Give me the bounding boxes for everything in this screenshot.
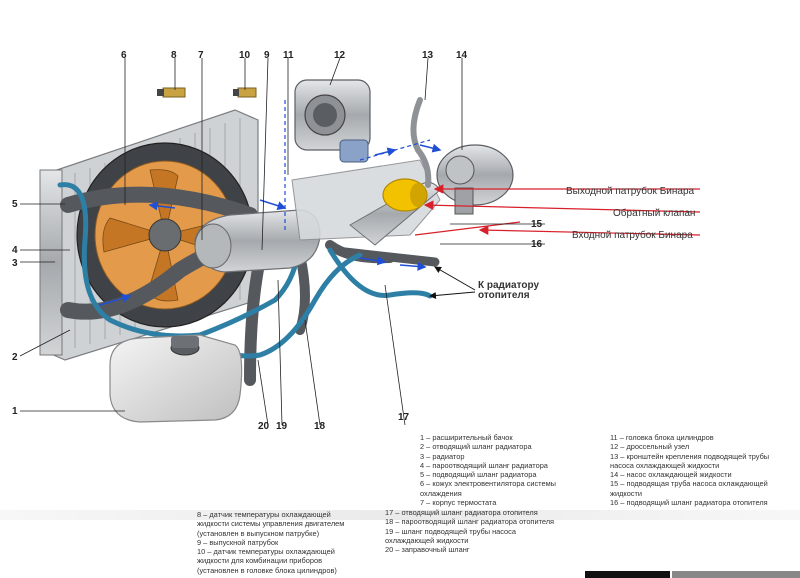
legend-item: 1 – расширительный бачок: [420, 433, 513, 442]
legend-item: 20 – заправочный шланг: [385, 545, 470, 555]
part-number-5: 5: [12, 199, 18, 210]
legend-item: 5 – подводящий шланг радиатора: [420, 470, 537, 480]
flow-arrows: [99, 143, 442, 306]
part-number-1: 1: [12, 406, 18, 417]
heater-arrows: [429, 266, 476, 299]
part-number-3: 3: [12, 258, 18, 269]
part-number-14: 14: [456, 50, 468, 61]
part-number-16: 16: [531, 239, 543, 250]
part-number-7: 7: [198, 50, 204, 61]
part-number-4: 4: [12, 245, 18, 256]
expansion-tank: [109, 334, 243, 423]
legend-item: 12 – дроссельный узел: [610, 442, 690, 452]
legend-item: 9 – выпускной патрубок: [197, 537, 279, 547]
label-heater: К радиатору отопителя: [478, 280, 542, 301]
part-number-13: 13: [422, 50, 434, 61]
part-number-2: 2: [12, 352, 18, 363]
part-number-6: 6: [121, 50, 127, 61]
part-number-20: 20: [258, 421, 270, 432]
red-arrows: [414, 184, 701, 236]
legend-item: 4 – пароотводящий шланг радиатора: [420, 460, 548, 470]
legend-item: 3 – радиатор: [420, 451, 465, 461]
check-valve: [382, 178, 428, 212]
legend-item: 16 – подводящий шланг радиатора отопител…: [610, 498, 768, 508]
footer-bar: [585, 571, 670, 578]
part-number-10: 10: [239, 50, 251, 61]
legend-item: 2 – отводящий шланг радиатора: [420, 442, 532, 452]
legend-bottom-left: 8 – датчик температуры охлаждающей жидко…: [197, 510, 367, 575]
part-number-18: 18: [314, 421, 326, 432]
footer-bar: [672, 571, 800, 578]
sensor-10: [233, 87, 257, 98]
legend-item: 6 – кожух электровентилятора системы охл…: [420, 479, 556, 498]
legend-item: 17 – отводящий шланг радиатора отопителя: [385, 508, 538, 517]
legend-bottom-center: 17 – отводящий шланг радиатора отопителя…: [385, 508, 585, 554]
legend-item: 18 – пароотводящий шланг радиатора отопи…: [385, 517, 555, 527]
legend-mid: 1 – расширительный бачок 2 – отводящий ш…: [420, 433, 600, 507]
legend-right: 11 – головка блока цилиндров 12 – дроссе…: [610, 433, 790, 507]
water-pump: [436, 144, 514, 215]
part-number-11: 11: [283, 50, 294, 61]
part-number-17: 17: [398, 412, 410, 423]
flow-dashes: [284, 100, 431, 230]
part-number-12: 12: [334, 50, 346, 61]
legend-item: 19 – шланг подводящей трубы насоса охлаж…: [385, 526, 516, 545]
label-check-valve: Обратный клапан: [613, 207, 695, 219]
label-pipe-in: Входной патрубок Бинара: [572, 229, 693, 241]
legend-item: 13 – кронштейн крепления подводящей труб…: [610, 451, 770, 470]
leader-lines: [19, 57, 545, 426]
throttle-body: [294, 79, 371, 163]
part-number-19: 19: [276, 421, 288, 432]
scan-band: [0, 510, 800, 520]
label-pipe-out: Выходной патрубок Бинара: [566, 185, 695, 197]
part-number-9: 9: [264, 50, 270, 61]
thermostat-housing: [194, 209, 321, 273]
legend-item: 8 – датчик температуры охлаждающей жидко…: [197, 510, 345, 538]
legend-item: 15 – подводящая труба насоса охлаждающей…: [610, 479, 768, 498]
sensor-8: [157, 87, 186, 98]
legend-item: 11 – головка блока цилиндров: [610, 433, 714, 442]
part-number-8: 8: [171, 50, 177, 61]
pump-bracket: [410, 97, 432, 188]
legend-item: 14 – насос охлаждающей жидкости: [610, 470, 732, 480]
legend-item: 7 – корпус термостата: [420, 498, 497, 508]
legend-item: 10 – датчик температуры охлаждающей жидк…: [197, 547, 337, 575]
part-number-15: 15: [531, 219, 543, 230]
